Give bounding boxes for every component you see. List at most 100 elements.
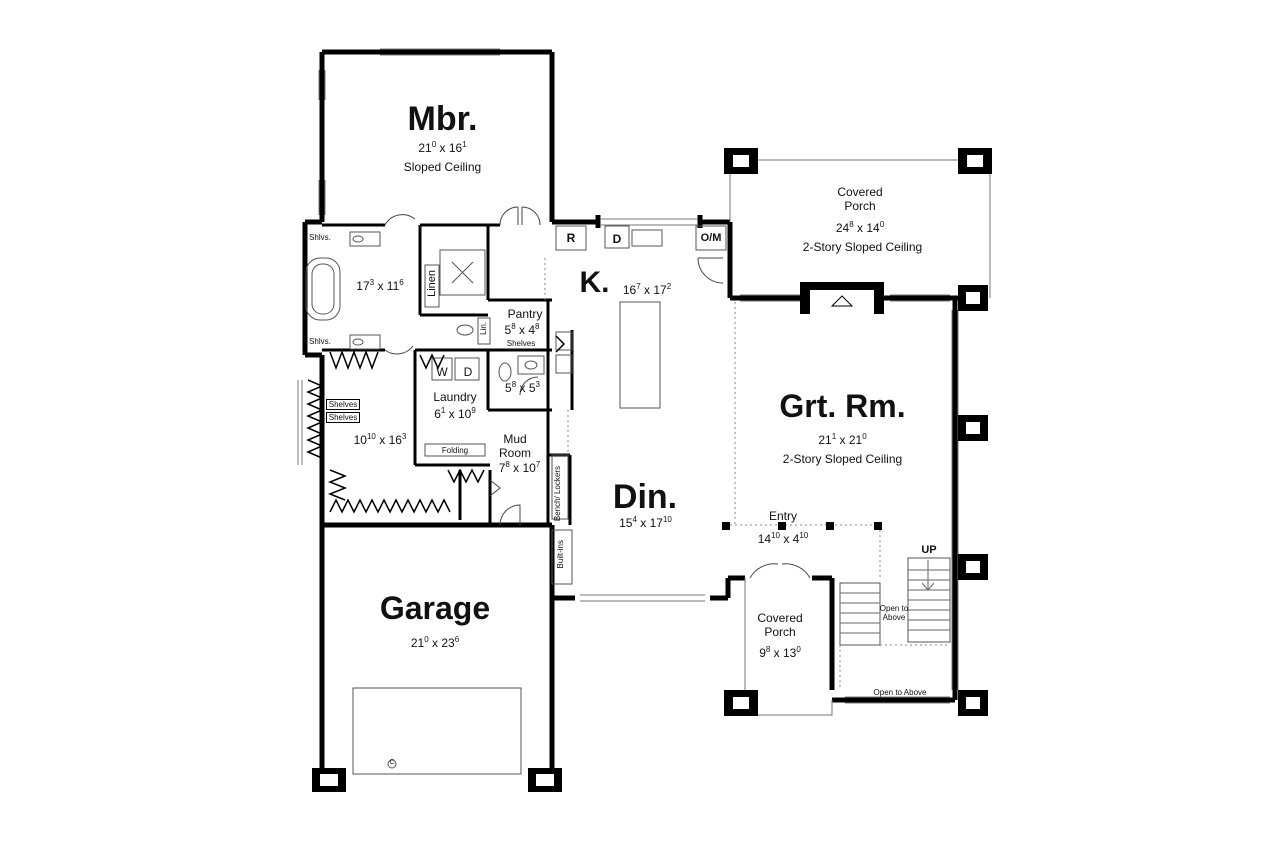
mbr-dim-b: 16 (448, 141, 463, 155)
great-room-dim: 211 x 210 (818, 432, 867, 447)
rear-porch-sup-b: 0 (879, 220, 885, 229)
pantry-sup-a: 8 (511, 322, 516, 331)
closet-sup-a: 10 (366, 432, 376, 441)
rear-porch-dim-a: 24 (835, 221, 850, 235)
front-porch-dim: 98 x 130 (759, 645, 801, 660)
pantry-sup-b: 8 (535, 322, 540, 331)
great-room-sup-b: 0 (862, 432, 867, 441)
pantry-name: Pantry (507, 307, 543, 321)
closet-shelves-label-1: Shelves (326, 399, 360, 410)
front-porch-sup-a: 8 (765, 645, 771, 654)
front-porch-sup-b: 0 (796, 645, 801, 654)
mbath-dim-b: 11 (386, 279, 400, 293)
bath-dim-b: 5 (528, 381, 536, 395)
kitchen-dim: 167 x 172 (622, 282, 672, 297)
mudroom-name-2: Room (498, 446, 531, 460)
mbr-sup-a: 0 (431, 140, 437, 149)
closet-dim-b: 16 (388, 433, 402, 447)
front-porch-dim-a: 9 (759, 646, 766, 660)
pantry-dim: 58 x 48 (504, 322, 540, 337)
rear-porch-sup-a: 8 (849, 220, 854, 229)
master-bath-dim: 173 x 116 (356, 278, 404, 293)
pantry-dim-a: 5 (504, 323, 512, 337)
laundry-dim-a: 6 (434, 407, 441, 421)
fireplace (800, 282, 884, 314)
mudroom-sup-b: 7 (535, 460, 541, 469)
closet-dim-a: 10 (353, 433, 367, 447)
linen-label: Linen (426, 270, 438, 297)
mudroom-dim: 78 x 107 (498, 460, 541, 475)
front-porch-name-2: Porch (764, 625, 796, 639)
closet-shelves-label-2: Shelves (326, 412, 360, 423)
dishwasher-label: D (612, 232, 622, 246)
mbr-note: Sloped Ceiling (403, 160, 482, 174)
dryer-label: D (463, 365, 473, 379)
dining-dim-b: 17 (649, 516, 663, 530)
front-porch-name-1: Covered (757, 611, 803, 625)
doors (384, 206, 811, 579)
entry-sup-b: 10 (799, 531, 809, 540)
stair-up-label: UP (921, 544, 937, 556)
laundry-sup-b: 9 (471, 406, 476, 415)
dining-name: Din. (612, 478, 678, 516)
built-ins-label: Built-ins (556, 540, 565, 569)
entry-sup-a: 10 (771, 531, 780, 540)
garage-name: Garage (379, 590, 491, 626)
great-room-dim-b: 21 (848, 433, 863, 447)
closet-dim: 1010 x 163 (353, 432, 407, 447)
mbr-dim: 210 x 161 (418, 140, 467, 155)
kitchen-sup-a: 7 (636, 282, 641, 291)
front-porch-dim-b: 13 (783, 646, 797, 660)
open-to-above-label-2: Open to Above (873, 688, 927, 697)
window-lines (297, 48, 959, 704)
stair-treads (840, 560, 950, 634)
folding-label: Folding (441, 446, 469, 455)
mbr-dim-a: 21 (418, 141, 432, 155)
mbr-sup-b: 1 (462, 140, 467, 149)
bath-sup-a: 8 (511, 380, 517, 389)
fixtures (305, 225, 951, 775)
laundry-dim: 61 x 109 (434, 406, 476, 421)
garage-dim-b: 23 (441, 636, 455, 650)
entry-dim-b: 4 (792, 532, 800, 546)
rear-porch-dim-b: 14 (866, 221, 880, 235)
mbr-name: Mbr. (407, 100, 478, 138)
mbath-sup-b: 6 (399, 278, 404, 287)
dashed-lines (544, 258, 950, 690)
entry-dim-a: 14 (757, 532, 772, 546)
bath-dim-a: 5 (505, 381, 512, 395)
rear-porch-dim: 248 x 140 (835, 220, 885, 235)
exterior-walls (302, 49, 960, 770)
rear-porch-note: 2-Story Sloped Ceiling (802, 240, 923, 254)
mudroom-dim-a: 7 (498, 461, 506, 475)
great-room-note: 2-Story Sloped Ceiling (782, 452, 903, 466)
garage-dim: 210 x 236 (410, 635, 460, 650)
closet-sup-b: 3 (401, 432, 407, 441)
mbath-dim-a: 17 (356, 279, 370, 293)
garage-symbol-label: C (389, 759, 395, 766)
oven-micro-label: O/M (700, 232, 722, 244)
washer-label: W (436, 365, 448, 379)
laundry-dim-b: 10 (458, 407, 472, 421)
mudroom-dim-b: 10 (522, 461, 536, 475)
pantry-shelves: Shelves (506, 339, 536, 348)
laundry-name: Laundry (433, 390, 477, 404)
dining-sup-a: 4 (632, 515, 637, 524)
garage-dim-a: 21 (410, 636, 425, 650)
great-room-name: Grt. Rm. (779, 388, 906, 424)
kitchen-sup-b: 2 (666, 282, 672, 291)
mudroom-sup-a: 8 (505, 460, 510, 469)
kitchen-name: K. (579, 266, 610, 299)
laundry-sup-a: 1 (440, 406, 446, 415)
great-room-sup-a: 1 (831, 432, 837, 441)
lin-label: Lin. (479, 322, 488, 335)
rear-porch-name-1: Covered (837, 185, 883, 199)
bath-sup-b: 3 (535, 380, 540, 389)
mudroom-name-1: Mud (503, 432, 527, 446)
closet-rods (306, 335, 566, 514)
bath-dim: 58 x 53 (505, 380, 540, 395)
pantry-dim-b: 4 (528, 323, 536, 337)
garage-sup-a: 0 (424, 635, 429, 644)
bench-lockers-label: Bench/ Lockers (553, 466, 562, 522)
